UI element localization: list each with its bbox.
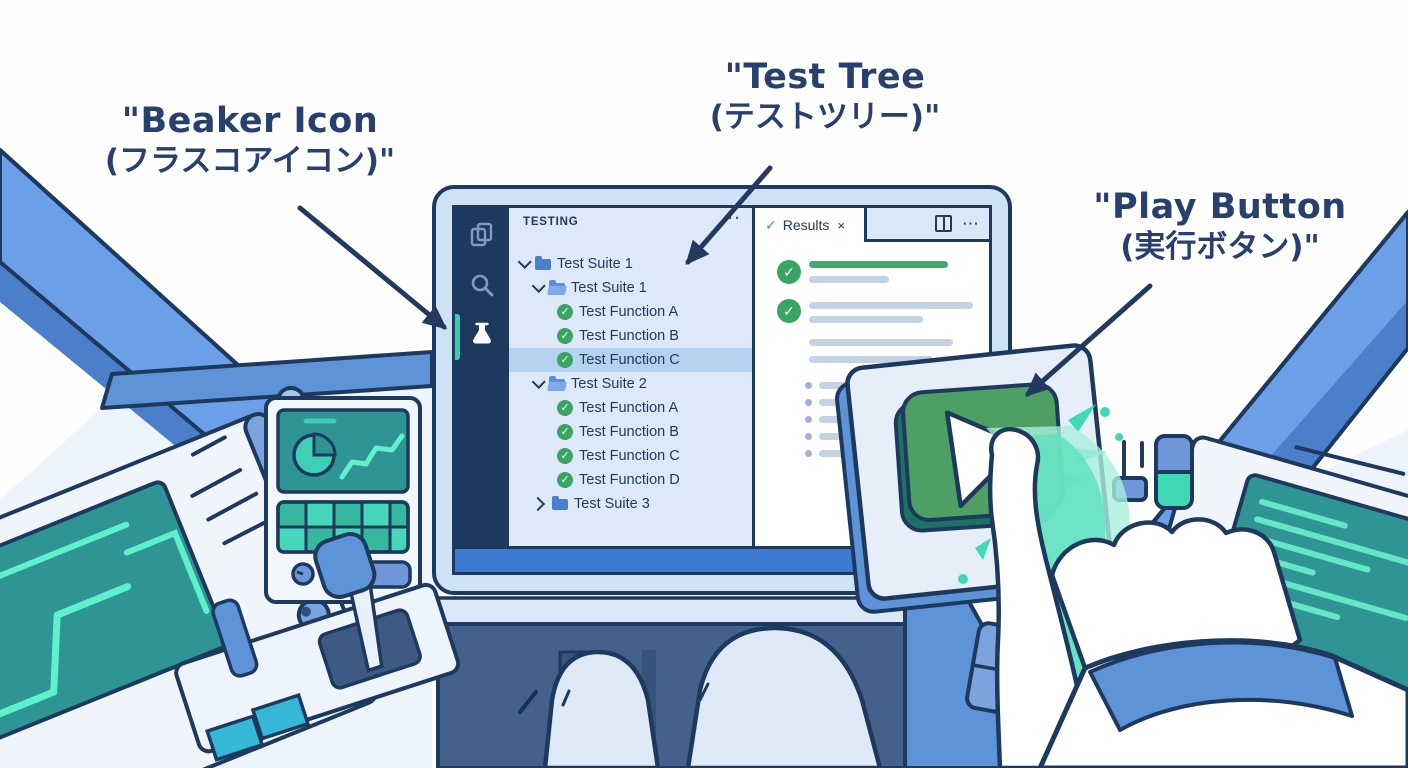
annotation-test-tree: "Test Tree (テストツリー)" [709,57,941,135]
tab-label: Results [782,217,830,233]
shoes [542,625,883,768]
lever-handle[interactable] [311,530,378,601]
chevron-down-icon [531,374,546,389]
tree-item-test-selected[interactable]: ✓ Test Function C [509,348,752,372]
result-line [819,416,969,423]
result-line [809,302,973,309]
result-line [819,382,969,389]
test-pass-icon: ✓ [557,472,573,488]
tree-item-test[interactable]: ✓ Test Function A [509,300,752,324]
result-line [819,450,969,457]
tree-item-test[interactable]: ✓ Test Function C [509,444,752,468]
folder-icon [552,495,568,510]
test-pass-icon: ✓ [557,352,573,368]
editor-screen: TESTING ·· Test Suite 1 Test Suite 1 ✓ [452,205,992,575]
tree-item-test[interactable]: ✓ Test Function B [509,420,752,444]
test-pass-icon: ✓ [557,328,573,344]
folder-icon [535,255,551,270]
lever-small[interactable] [211,598,259,678]
result-dot [805,399,812,406]
testing-sidebar: TESTING ·· Test Suite 1 Test Suite 1 ✓ [509,208,755,546]
test-pass-icon: ✓ [557,304,573,320]
chevron-right-icon [530,496,546,512]
annotation-beaker: "Beaker Icon (フラスコアイコン)" [104,101,396,179]
desk-edge [430,596,907,626]
annotation-play-button: "Play Button (実行ボタン)" [1093,187,1347,265]
chevron-down-icon [517,254,532,269]
status-bar [455,546,989,572]
folder-open-icon [549,375,565,390]
result-pass-icon: ✓ [777,299,801,323]
result-line [819,433,969,440]
tree-item-suite[interactable]: Test Suite 1 [509,276,752,300]
result-line [819,399,969,406]
result-line [809,261,948,268]
split-editor-icon[interactable] [935,215,952,232]
teal-key[interactable] [250,692,311,741]
tree-item-suite[interactable]: Test Suite 1 [509,252,752,276]
activity-bar [455,208,509,546]
editor-tab-bar: ✓ Results × ⋯ [755,208,989,242]
result-line [809,356,933,363]
line-chart-icon [339,433,405,480]
tree-item-test[interactable]: ✓ Test Function A [509,396,752,420]
panel-menu-dots[interactable]: ·· [728,210,742,227]
folder-open-icon [549,279,565,294]
result-dot [805,433,812,440]
tree-item-suite[interactable]: Test Suite 2 [509,372,752,396]
test-pass-icon: ✓ [557,424,573,440]
close-icon[interactable]: × [837,217,846,233]
throttle-levers[interactable] [151,514,463,764]
result-line [809,316,923,323]
test-pass-icon: ✓ [557,448,573,464]
result-dot [805,450,812,457]
chevron-down-icon [531,278,546,293]
tree-item-test[interactable]: ✓ Test Function B [509,324,752,348]
test-pass-icon: ✓ [557,400,573,416]
results-panel: ✓ Results × ⋯ ✓ ✓ [755,208,989,546]
files-icon[interactable] [469,222,495,248]
result-dot [805,382,812,389]
beaker-icon[interactable] [469,320,495,346]
tree-item-suite-collapsed[interactable]: Test Suite 3 [509,492,752,516]
result-line [809,276,889,283]
results-content: ✓ ✓ [755,242,989,546]
tab-results[interactable]: ✓ Results × [755,208,867,242]
panel-title: TESTING [523,216,579,228]
tab-actions: ⋯ [867,208,989,239]
teal-key[interactable] [205,714,265,762]
result-dot [805,416,812,423]
test-tree: Test Suite 1 Test Suite 1 ✓ Test Functio… [509,252,752,516]
tree-item-test[interactable]: ✓ Test Function D [509,468,752,492]
tab-pass-icon: ✓ [765,216,777,233]
result-line [809,339,953,346]
active-view-accent [455,314,460,360]
more-actions-icon[interactable]: ⋯ [962,213,979,233]
monitor: TESTING ·· Test Suite 1 Test Suite 1 ✓ [432,185,1012,595]
search-icon[interactable] [469,272,495,298]
result-pass-icon: ✓ [777,260,801,284]
